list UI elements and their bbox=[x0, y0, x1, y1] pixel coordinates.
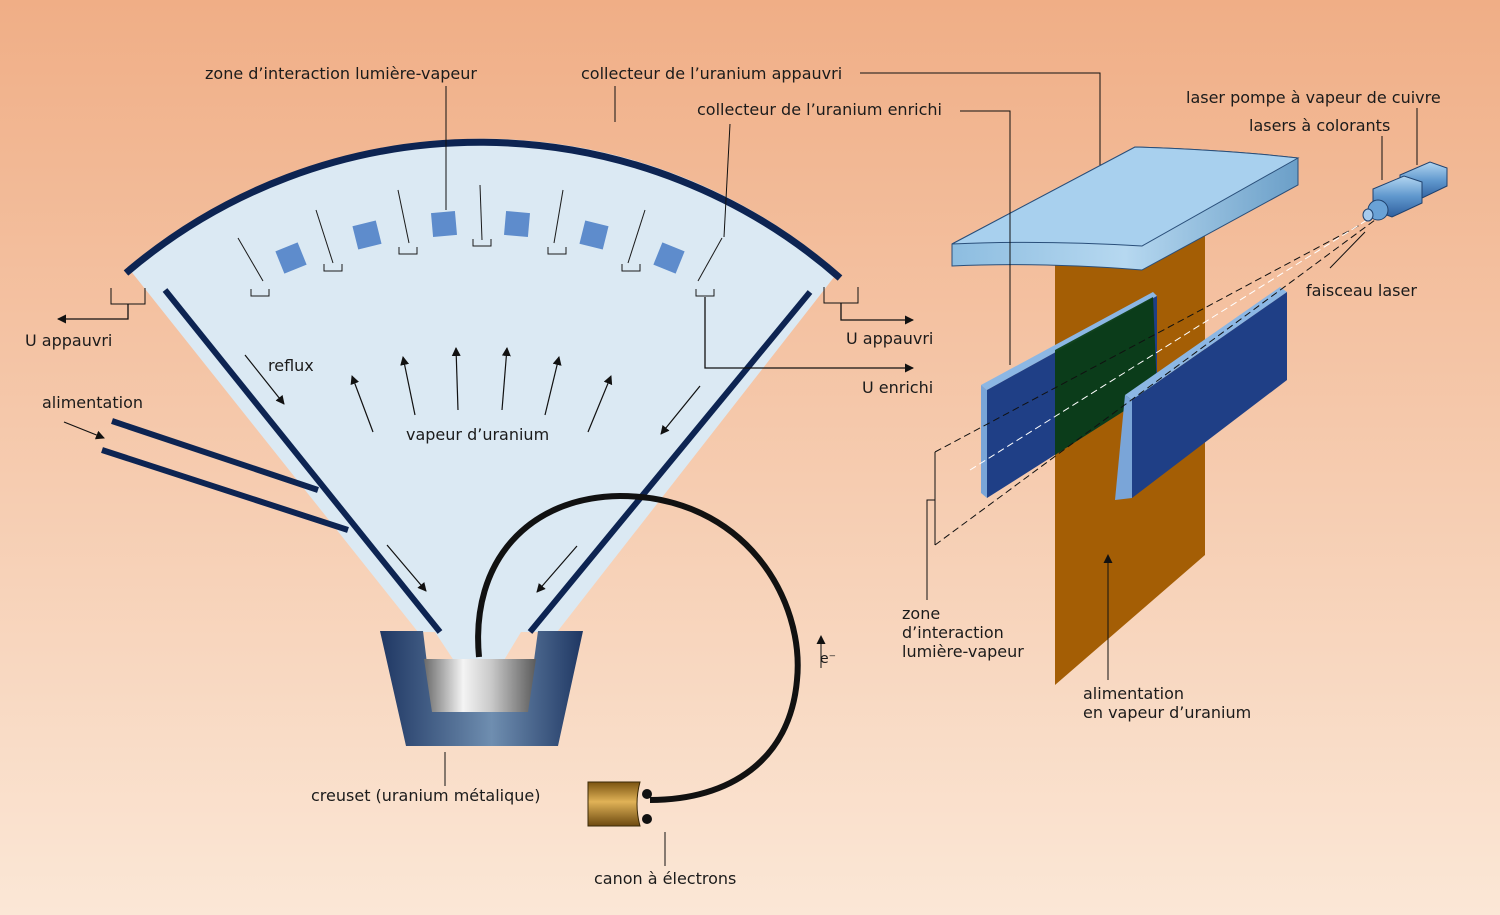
enriched-plate-right bbox=[1132, 292, 1287, 498]
enriched-plate-right-side bbox=[1115, 395, 1132, 500]
electron-beam-loop bbox=[475, 492, 801, 803]
enriched-collector-plates bbox=[275, 210, 685, 274]
electron-gun-emitter-top bbox=[642, 789, 652, 799]
chamber-wall-left bbox=[162, 288, 443, 634]
label-vapeur-uranium: vapeur d’uranium bbox=[406, 425, 550, 444]
pointer-lines-left bbox=[444, 72, 1101, 866]
crucible-body bbox=[380, 631, 583, 746]
vapor-region bbox=[130, 138, 838, 700]
enriched-plate-left-side bbox=[981, 385, 987, 498]
collector-blades bbox=[237, 184, 723, 282]
u-enrichi-arrow bbox=[704, 297, 914, 373]
electron-gun-emitter-bottom bbox=[642, 814, 652, 824]
depleted-collector-arc bbox=[123, 138, 843, 281]
u-appauvri-right-arrow bbox=[840, 303, 914, 325]
u-appauvri-left-arrow bbox=[57, 304, 129, 324]
label-zone-interaction: zone d’interaction lumière-vapeur bbox=[205, 64, 477, 83]
feed-pipe-bottom bbox=[101, 447, 349, 533]
chamber-wall-right bbox=[527, 290, 813, 634]
label-collecteur-appauvri: collecteur de l’uranium appauvri bbox=[581, 64, 843, 83]
electron-gun bbox=[587, 781, 641, 827]
label-u-appauvri-left: U appauvri bbox=[25, 331, 113, 350]
label-canon: canon à électrons bbox=[594, 869, 737, 888]
zone-pointer bbox=[926, 499, 935, 600]
label-faisceau-laser: faisceau laser bbox=[1306, 281, 1417, 300]
vapor-arrows bbox=[350, 347, 613, 433]
collector-cups bbox=[250, 239, 715, 297]
label-collecteur-enrichi: collecteur de l’uranium enrichi bbox=[697, 100, 942, 119]
laser-beam-lines bbox=[934, 219, 1376, 546]
label-u-appauvri-right: U appauvri bbox=[846, 329, 934, 348]
label-zone-line1: zone bbox=[902, 604, 941, 623]
label-u-enrichi: U enrichi bbox=[862, 378, 934, 397]
laser-beam-core bbox=[969, 214, 1376, 471]
label-alimentation: alimentation bbox=[42, 393, 143, 412]
interaction-zone-green bbox=[1055, 297, 1157, 455]
label-lasers-colorants: lasers à colorants bbox=[1249, 116, 1391, 135]
laser-devices bbox=[1362, 161, 1448, 222]
pointer-lines-right bbox=[960, 108, 1418, 680]
label-electron: e⁻ bbox=[820, 651, 837, 667]
label-creuset: creuset (uranium métalique) bbox=[311, 786, 541, 805]
label-zone-line2: d’interaction bbox=[902, 623, 1004, 642]
label-zone-line3: lumière-vapeur bbox=[902, 642, 1024, 661]
molten-uranium bbox=[424, 659, 536, 712]
feed-pipe-top bbox=[111, 418, 319, 493]
label-alim-vapeur-line2: en vapeur d’uranium bbox=[1083, 703, 1252, 722]
label-reflux: reflux bbox=[268, 356, 314, 375]
reflux-arrows bbox=[63, 354, 701, 593]
label-laser-pompe: laser pompe à vapeur de cuivre bbox=[1186, 88, 1441, 107]
label-alim-vapeur-line1: alimentation bbox=[1083, 684, 1184, 703]
enriched-plate-left-edge bbox=[981, 292, 1157, 390]
